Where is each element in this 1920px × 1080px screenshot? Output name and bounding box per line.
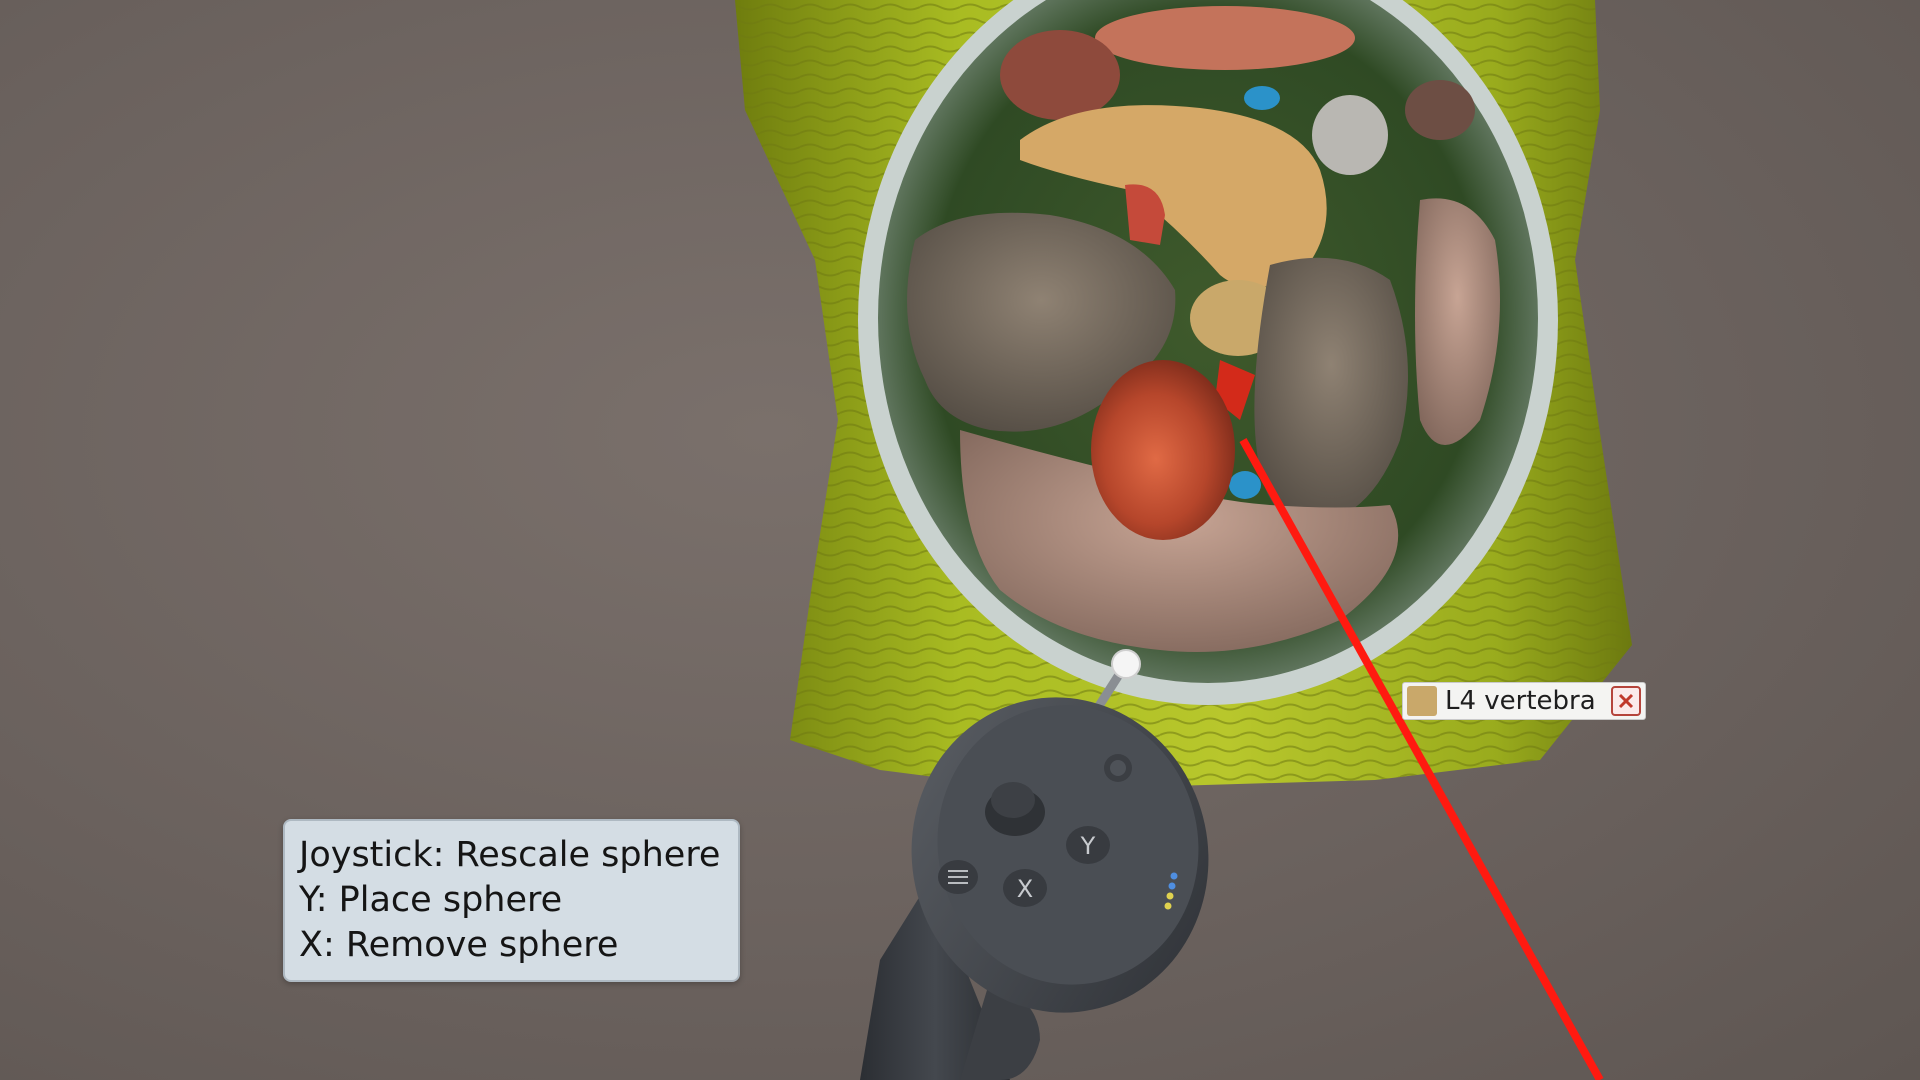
organ-name: L4 vertebra xyxy=(1445,686,1596,716)
help-line-place-sphere: Y: Place sphere xyxy=(299,880,563,920)
close-label-button[interactable] xyxy=(1611,686,1641,716)
organ-color-swatch xyxy=(1407,686,1437,716)
organ-blue-structures[interactable] xyxy=(1229,86,1280,499)
y-button-label: Y xyxy=(1080,832,1096,860)
x-button-label: X xyxy=(1017,875,1033,903)
organ-liver-upper[interactable] xyxy=(1000,6,1355,120)
menu-button[interactable] xyxy=(938,860,978,894)
help-line-remove-sphere: X: Remove sphere xyxy=(299,925,619,965)
organ-gray-structure[interactable] xyxy=(1312,80,1475,175)
battery-indicator-icon xyxy=(1164,872,1178,910)
vr-controller[interactable]: X Y xyxy=(860,670,1238,1080)
thumbstick[interactable] xyxy=(985,782,1045,836)
help-line-joystick: Joystick: Rescale sphere xyxy=(299,835,721,875)
organ-intestines-left[interactable] xyxy=(907,212,1176,432)
organ-label-tag: L4 vertebra xyxy=(1402,682,1646,720)
hamburger-menu-icon xyxy=(948,870,968,884)
close-x-icon xyxy=(1618,693,1634,709)
organ-intestines-right[interactable] xyxy=(1254,257,1408,525)
y-button[interactable]: Y xyxy=(1066,826,1110,864)
x-button[interactable]: X xyxy=(1003,869,1047,907)
system-button[interactable] xyxy=(1104,754,1132,782)
organ-stomach[interactable] xyxy=(1020,105,1327,288)
controller-help-panel: Joystick: Rescale sphere Y: Place sphere… xyxy=(283,819,740,982)
organ-small-intestine[interactable] xyxy=(960,198,1500,652)
laser-pointer-beam xyxy=(1239,438,1604,1080)
organ-bladder[interactable] xyxy=(1091,360,1235,540)
